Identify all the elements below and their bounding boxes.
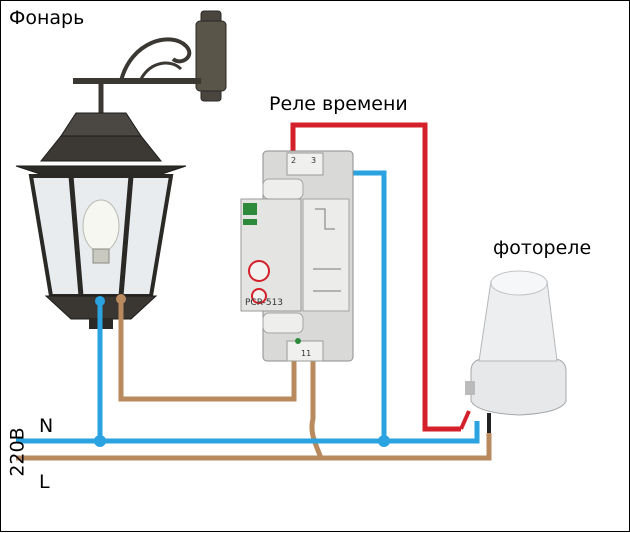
- lantern-bracket: [73, 10, 227, 113]
- lamp-label: Фонарь: [9, 7, 85, 29]
- lantern: [15, 112, 187, 329]
- photo-relay-device: [465, 270, 567, 416]
- line-label: L: [39, 471, 50, 493]
- relay-terminal-11: 11: [301, 349, 312, 358]
- relay-terminal-2: 2: [291, 156, 297, 165]
- time-relay-label: Реле времени: [269, 93, 408, 115]
- time-relay-device: [240, 150, 354, 362]
- red-wire: [290, 122, 471, 432]
- photorelay-label: фотореле: [493, 237, 592, 259]
- line-wire-L: [16, 301, 492, 461]
- lamp-terminal-brown: [116, 294, 126, 304]
- relay-model-label: PCR-513: [245, 298, 284, 308]
- voltage-label: 220В: [6, 427, 29, 477]
- neutral-label: N: [39, 415, 54, 437]
- relay-terminal-3: 3: [311, 156, 317, 165]
